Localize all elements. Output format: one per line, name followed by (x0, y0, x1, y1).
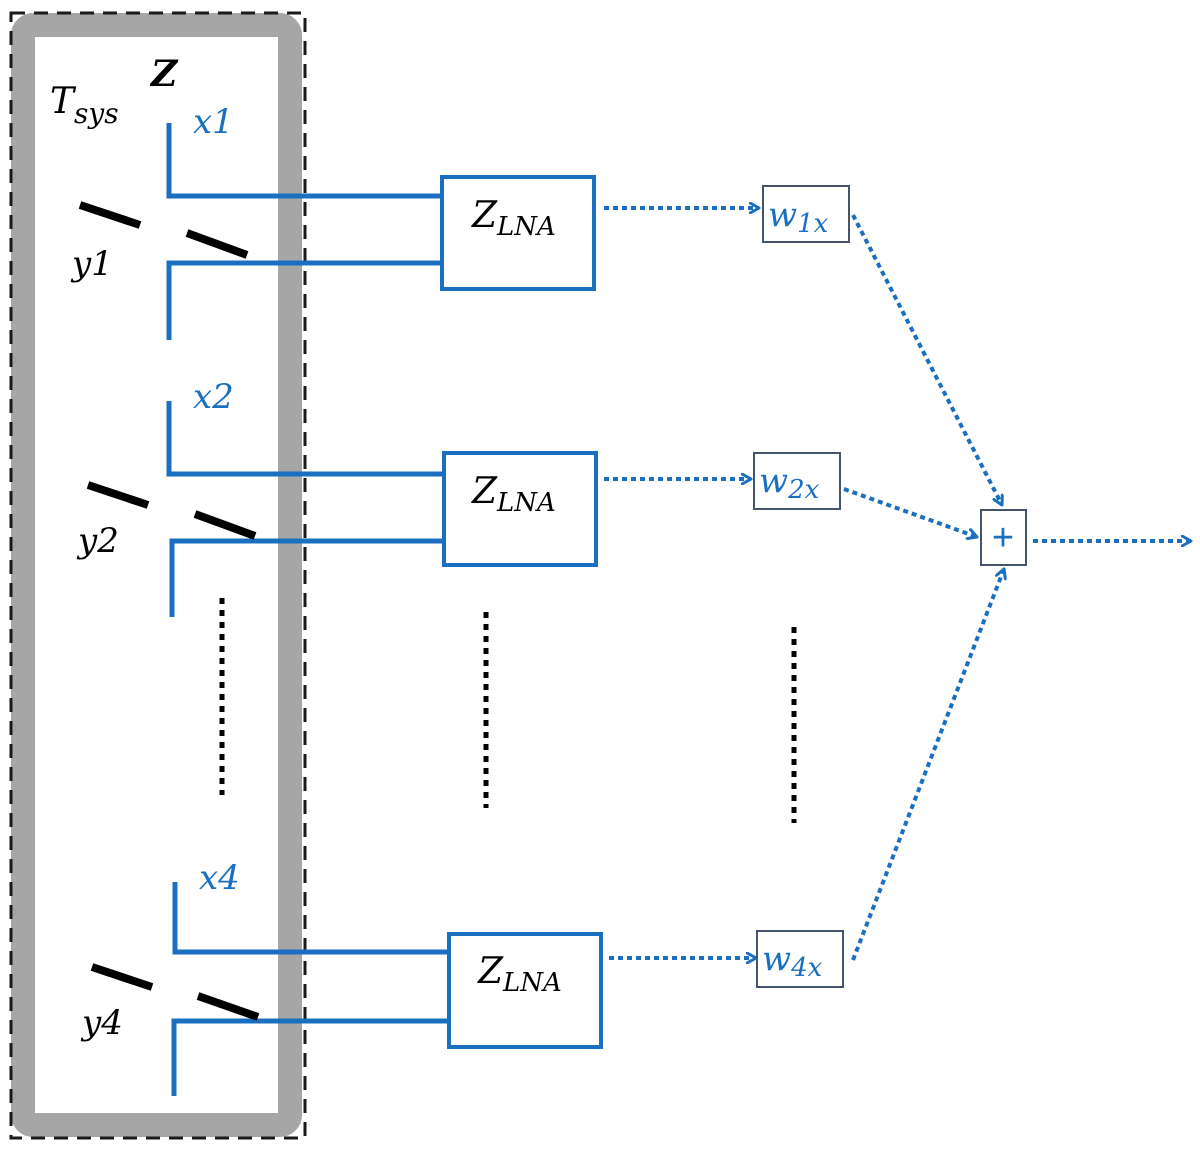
weight-block-2: w2x (753, 452, 841, 510)
summer-node: + (980, 509, 1027, 566)
summer-box (980, 509, 1027, 566)
lna-label: ZLNA (471, 471, 556, 518)
x-pol-dipole-lower (171, 1018, 449, 1096)
y-pol-dipole-left (78, 201, 142, 229)
arrow-w2-to-sum (843, 487, 977, 537)
lna-block-4: ZLNA (447, 932, 603, 1049)
weight-box (756, 930, 844, 988)
x-pol-label: x4 (199, 858, 240, 898)
weight-block-4: w4x (756, 930, 844, 988)
arrow-w4-to-sum (851, 569, 1004, 961)
weight-label: w2x (759, 461, 820, 505)
antenna-element-4: x4 y4 (80, 858, 449, 1096)
x-pol-label: x2 (193, 377, 234, 417)
y-pol-dipole-right (193, 510, 257, 540)
weight-box (762, 185, 850, 243)
lna-label: ZLNA (477, 951, 562, 998)
x-pol-label: x1 (193, 102, 234, 142)
lna-block-1: ZLNA (440, 175, 596, 291)
z-label: Z (149, 53, 179, 95)
tsys-label: Tsys (50, 81, 119, 130)
y-pol-dipole-left (90, 963, 154, 991)
y-pol-dipole-right (196, 992, 260, 1021)
y-pol-dipole-right (185, 229, 249, 259)
x-pol-dipole (172, 882, 449, 955)
weight-label: w4x (762, 939, 823, 983)
enclosure-gray-border (11, 13, 302, 1137)
x-pol-dipole (166, 401, 444, 477)
y-pol-dipole-left (86, 481, 150, 509)
weight-label: w1x (768, 195, 829, 239)
antenna-element-1: x1 y1 (70, 102, 442, 340)
x-pol-dipole-lower (166, 260, 442, 340)
arrow-w1-to-sum (851, 214, 1002, 505)
x-pol-dipole (166, 123, 442, 199)
y-pol-label: y2 (76, 521, 119, 561)
lna-box (447, 932, 603, 1049)
weight-box (753, 452, 841, 510)
lna-block-2: ZLNA (442, 451, 598, 567)
y-pol-label: y1 (70, 244, 113, 284)
enclosure-dashed-outline (9, 11, 307, 1140)
lna-box (440, 175, 596, 291)
plus-icon: + (992, 517, 1014, 559)
y-pol-label: y4 (80, 1003, 123, 1043)
weight-block-1: w1x (762, 185, 850, 243)
antenna-element-2: x2 y2 (76, 377, 444, 617)
lna-label: ZLNA (471, 195, 556, 242)
x-pol-dipole-lower (169, 538, 444, 617)
lna-box (442, 451, 598, 567)
